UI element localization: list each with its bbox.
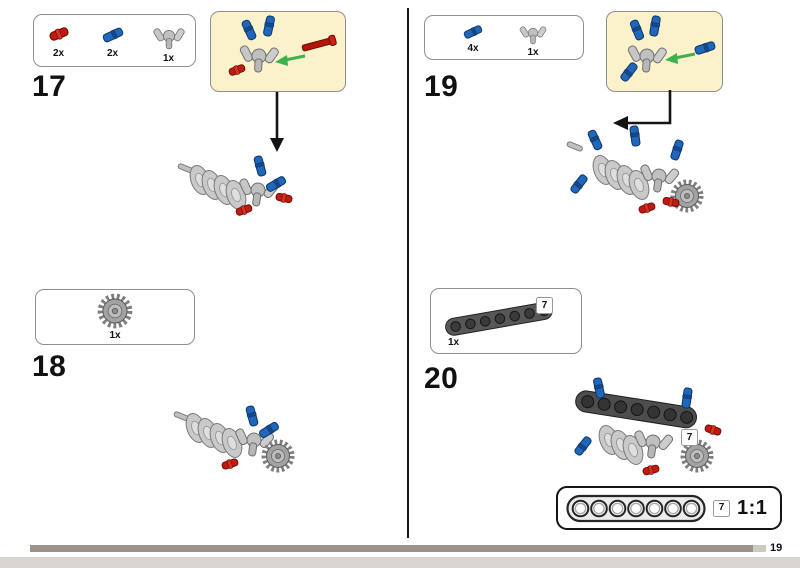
scale-ratio-label: 1:1: [737, 496, 768, 519]
blue-pin: [628, 18, 646, 42]
gear-icon: [96, 293, 134, 329]
blue-pin: [244, 404, 260, 428]
bottom-margin-strip: [0, 557, 800, 568]
blue-pin: [680, 386, 694, 410]
red-pin: [220, 456, 240, 472]
assembly-illustration-18: [173, 404, 312, 484]
progress-bar-remainder: [753, 545, 766, 552]
part-item: 2x: [93, 23, 133, 59]
elbow-arrow: [613, 90, 672, 130]
step-number-19: 19: [424, 70, 459, 103]
red-pin: [274, 191, 294, 205]
blue-pin: [568, 172, 590, 196]
part-item: 2x: [39, 23, 79, 59]
gear: [683, 442, 711, 470]
page-number: 19: [770, 542, 783, 554]
insert-arrow-green: [275, 54, 306, 66]
parts-box-step20: 1x 7: [430, 288, 582, 354]
part-qty: 1x: [162, 52, 175, 64]
blue-pin: [101, 25, 124, 44]
parts-box-step18: 1x: [35, 289, 195, 345]
parts-box-step19: 4x 1x: [424, 15, 584, 60]
part-qty: 4x: [467, 42, 479, 54]
gear: [100, 296, 129, 325]
subassembly-callout-17: [210, 11, 346, 92]
down-arrow: [270, 92, 284, 152]
step-number-17: 17: [32, 70, 67, 103]
subassembly-17-illustration: [227, 14, 337, 78]
part-qty: 1x: [448, 337, 460, 348]
length-chip: 7: [536, 297, 553, 314]
subassembly-callout-19: [606, 11, 723, 92]
gear: [264, 442, 292, 470]
blue-pin: [693, 40, 717, 56]
step-number-18: 18: [32, 350, 67, 383]
part-item: 1x: [96, 293, 134, 341]
beam-7: [575, 390, 697, 429]
blue-pin: [572, 434, 594, 458]
blue-pin: [252, 154, 268, 178]
blue-pin-icon: [101, 25, 124, 44]
blue-pin: [628, 124, 642, 148]
blue-pin: [462, 23, 484, 40]
length-chip: 7: [681, 429, 698, 446]
blue-pin: [618, 60, 640, 84]
assembly-illustration-19: [566, 124, 721, 216]
red-pin: [47, 24, 70, 43]
length-chip: 7: [713, 499, 730, 517]
part-qty: 1x: [527, 46, 539, 58]
column-divider: [407, 8, 409, 538]
part-item: 4x: [455, 22, 491, 54]
red-pin: [703, 422, 723, 438]
red-pin-icon: [47, 24, 70, 43]
subassembly-19-illustration: [618, 14, 717, 84]
parts-box-step17: 2x 2x 1x: [33, 14, 196, 67]
axle-connector-icon: [151, 26, 186, 49]
assembly-illustration-17: [177, 154, 294, 218]
scale-1to1-box: 7 1:1: [556, 486, 782, 530]
assembly-illustration-20: [572, 376, 723, 477]
part-item: 1x: [147, 18, 191, 64]
beam-7-icon: [445, 301, 553, 336]
part-item: 1x: [513, 18, 553, 58]
red-pin: [637, 200, 657, 216]
blue-pin: [669, 138, 685, 162]
connector: [151, 26, 186, 49]
part-qty: 2x: [52, 47, 65, 59]
blue-pin: [262, 14, 276, 38]
connector: [518, 25, 548, 44]
step-number-20: 20: [424, 362, 459, 395]
red-pin: [227, 62, 247, 78]
red-axle: [301, 34, 337, 52]
part-qty: 2x: [106, 47, 119, 59]
progress-bar: [30, 545, 753, 552]
blue-pin: [648, 14, 662, 38]
insert-arrow-green: [665, 52, 696, 64]
red-pin: [641, 463, 661, 477]
blue-pin: [586, 128, 604, 152]
part-qty: 1x: [109, 330, 121, 341]
axle-connector-icon: [518, 25, 548, 44]
beam-7-actual-size: [566, 494, 706, 522]
blue-pin-icon: [462, 23, 484, 40]
blue-pin: [240, 18, 258, 42]
